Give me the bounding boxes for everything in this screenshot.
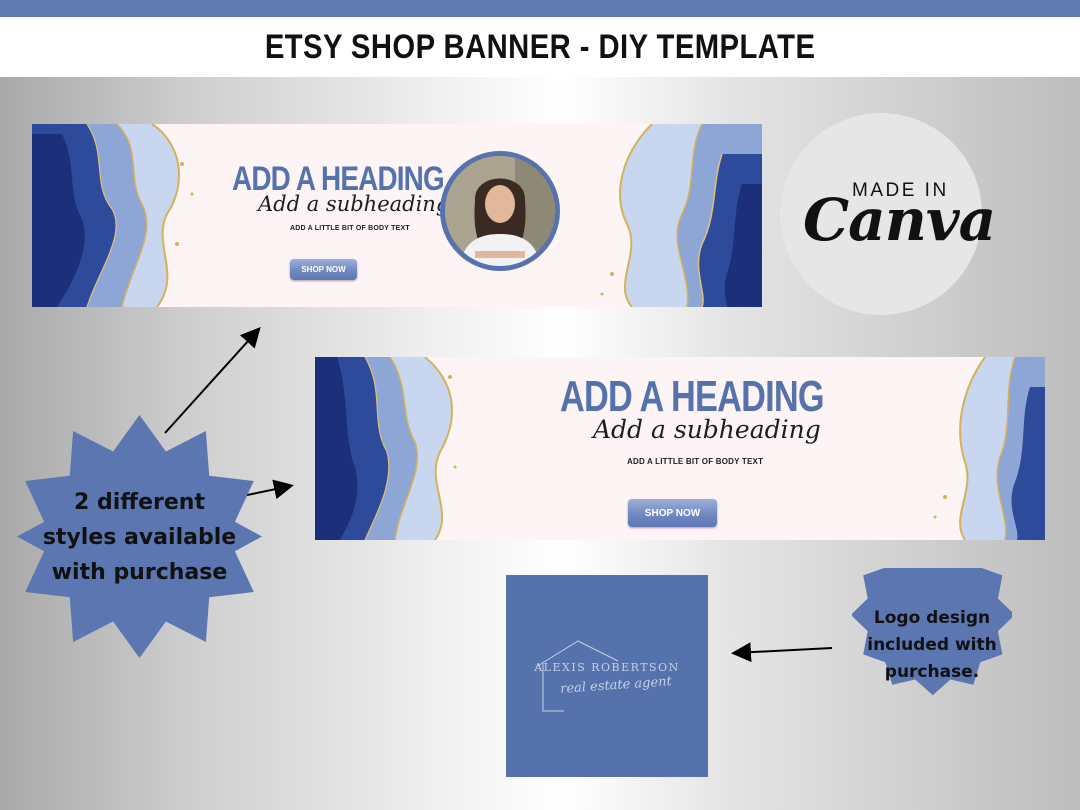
marble-art-right xyxy=(600,124,762,307)
arrow-to-logo xyxy=(731,642,833,663)
marble-art-left xyxy=(315,357,457,540)
banner-style-2: ADD A HEADING Add a subheading ADD A LIT… xyxy=(315,357,1045,540)
made-in-canva-badge xyxy=(780,113,982,315)
shop-now-button[interactable]: SHOP NOW xyxy=(628,499,717,527)
page-title: ETSY SHOP BANNER - DIY TEMPLATE xyxy=(264,27,816,66)
logo-badge-text: Logo design included with purchase. xyxy=(867,608,997,682)
arrow-to-banner-1 xyxy=(164,327,261,434)
logo-name: ALEXIS ROBERTSON xyxy=(534,661,680,674)
banner-body-text: ADD A LITTLE BIT OF BODY TEXT xyxy=(627,457,764,466)
logo-starburst-icon xyxy=(852,568,1012,696)
marble-art-left xyxy=(32,124,194,307)
top-accent-bar xyxy=(0,0,1080,17)
banner-style-1: ADD A HEADING Add a subheading ADD A LIT… xyxy=(32,124,762,307)
made-in-label: MADE IN xyxy=(852,180,949,201)
styles-badge-text: 2 different styles available with purcha… xyxy=(42,490,237,585)
styles-starburst-icon xyxy=(17,415,262,658)
banner-subheading: Add a subheading xyxy=(593,415,821,444)
person-icon xyxy=(445,156,555,266)
banner-subheading: Add a subheading xyxy=(258,192,450,216)
profile-photo xyxy=(445,156,555,266)
banner-body-text: ADD A LITTLE BIT OF BODY TEXT xyxy=(290,225,410,232)
banner-heading: ADD A HEADING xyxy=(560,372,825,421)
title-bar: ETSY SHOP BANNER - DIY TEMPLATE xyxy=(0,17,1080,77)
marble-art-right xyxy=(933,357,1045,540)
shop-now-button[interactable]: SHOP NOW xyxy=(290,259,357,280)
banner-heading: ADD A HEADING xyxy=(232,160,445,198)
profile-photo-frame xyxy=(440,151,560,271)
house-icon xyxy=(535,640,619,712)
canva-logo-text: Canva xyxy=(803,186,996,254)
logo-design-preview: ALEXIS ROBERTSON real estate agent xyxy=(506,575,708,777)
